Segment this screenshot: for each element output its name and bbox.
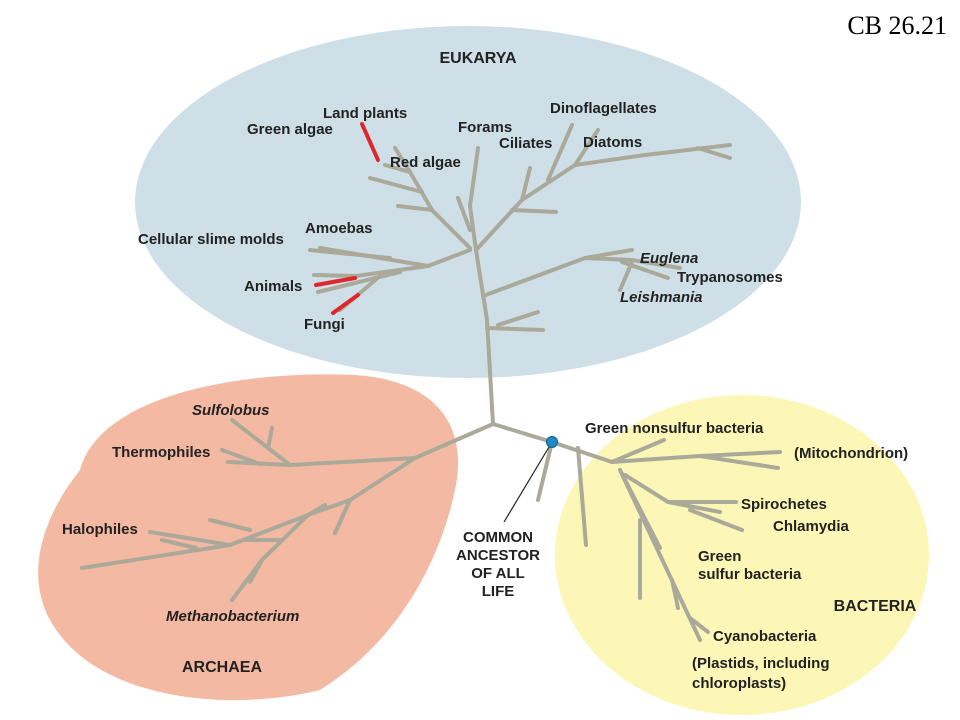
branch-cyano-2 [670,578,680,610]
eukarya-label: EUKARYA [439,50,517,67]
branch-halophiles [148,530,232,547]
branch-green-nonsulfur [610,438,666,464]
branch-diatom-end [696,146,732,160]
label-euglena: Euglena [640,250,698,267]
label-sulfolobus: Sulfolobus [192,402,270,419]
label-ciliates: Ciliates [499,135,552,152]
highlighted-branches [314,122,380,315]
label-dinoflagellates: Dinoflagellates [550,100,657,117]
branch-archaea-side [333,498,352,535]
label-land-plants: Land plants [323,105,407,122]
label-fungi: Fungi [304,316,345,333]
label-animals: Animals [244,278,302,295]
common-ancestor-caption: COMMON ANCESTOR OF ALL LIFE [456,529,540,600]
branch-excavate-main [481,255,682,298]
label-chlamydia: Chlamydia [773,518,850,535]
label-leishmania: Leishmania [620,289,703,306]
branch-methano-2 [248,558,264,584]
label-green-sulfur-line2: sulfur bacteria [698,566,802,583]
branch-sulfolobus-2 [266,426,274,450]
label-forams: Forams [458,119,512,136]
branch-archaea-trunk [413,422,495,460]
branch-eukarya-lower2 [496,310,540,327]
branch-thermophiles-2 [220,448,262,466]
branch-green-algae [393,146,412,174]
ancestor-pointer-line [503,441,553,523]
label-methanobacterium: Methanobacterium [166,608,299,625]
branch-red-algae [383,163,412,174]
phylogenetic-branches [80,123,782,642]
branch-leishmania [618,260,634,292]
label-green-nonsulfur-bacteria: Green nonsulfur bacteria [585,420,764,437]
highlight-fungi [331,293,360,315]
label-thermophiles: Thermophiles [112,444,210,461]
branch-diatoms [573,128,600,167]
branch-unikont-main [312,248,472,279]
label-halophiles: Halophiles [62,521,138,538]
branch-ciliates [520,166,532,202]
common-ancestor-dot [546,436,558,448]
label-mitochondrion: (Mitochondrion) [794,445,908,462]
eukarya-region [135,26,801,378]
branch-forams-side [456,196,472,232]
label-plastids-line2: chloroplasts) [692,675,786,692]
branch-plants-sub [396,204,434,212]
branch-plants-sub2 [368,176,424,194]
label-amoebas: Amoebas [305,220,373,237]
branch-eukarya-trunk [468,204,495,426]
label-cellular-slime-molds: Cellular slime molds [138,231,284,248]
branch-archaea-side2 [306,503,327,517]
branch-bacteria-stub2 [576,446,588,547]
label-plastids-line1: (Plastids, including [692,655,830,672]
branch-animals [316,270,402,294]
branch-halophiles-2 [160,538,198,550]
archaea-label: ARCHAEA [182,659,262,676]
branch-sulfolobus [230,418,292,467]
branch-chromalveolate-low [510,208,558,214]
branch-bacteria-stub1 [536,440,554,502]
highlight-land-plants [360,122,380,162]
label-cyanobacteria: Cyanobacteria [713,628,817,645]
branch-euglena [583,248,634,260]
branch-mito-sub [698,454,780,470]
label-red-algae: Red algae [390,154,461,171]
bacteria-label: BACTERIA [834,598,917,615]
ancestor-line-3: OF ALL [471,565,525,582]
label-green-sulfur-line1: Green [698,548,741,565]
branch-cyano-3 [688,616,710,634]
label-spirochetes: Spirochetes [741,496,827,513]
ancestor-line-2: ANCESTOR [456,547,540,564]
label-green-algae: Green algae [247,121,333,138]
branch-dinoflagellates [546,123,574,182]
branch-forams [468,146,480,208]
branch-cyanobacteria [618,468,702,642]
branch-thermophiles-main [288,456,417,467]
branch-slime-molds [308,248,392,260]
bacteria-region [555,395,929,715]
branch-methano-4 [208,518,252,532]
label-diatoms: Diatoms [583,134,642,151]
ancestor-line-1: COMMON [463,529,533,546]
highlight-animals [314,276,357,287]
label-trypanosomes: Trypanosomes [677,269,783,286]
ancestor-line-4: LIFE [482,583,515,600]
figure-reference: CB 26.21 [847,11,947,40]
branch-chlamydia [688,508,744,532]
branch-eukarya-lower [485,326,545,332]
